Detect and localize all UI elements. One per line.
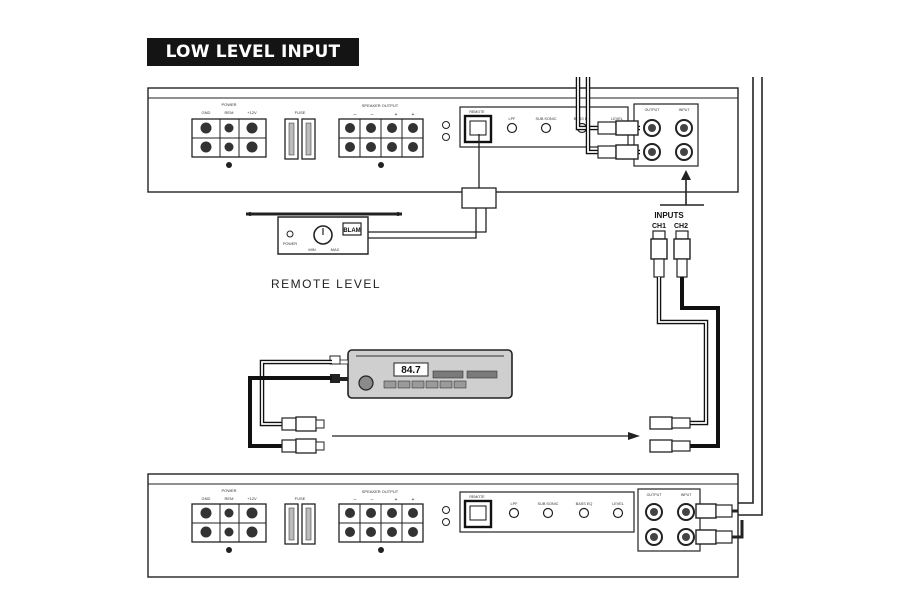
svg-text:+: + xyxy=(395,497,398,503)
level-label: LEVEL xyxy=(611,117,623,121)
bass-eq-label: BASS EQ xyxy=(574,117,591,121)
svg-text:–: – xyxy=(354,112,357,118)
rca-panel: OUTPUT INPUT xyxy=(633,103,699,167)
power-terminal-block: POWER GND REM +12V xyxy=(191,102,267,168)
power-label: POWER xyxy=(221,102,236,107)
plus12-label: +12V xyxy=(247,110,257,115)
input-label: INPUT xyxy=(679,108,691,112)
bottom-remote-port-label: REMOTE xyxy=(469,495,485,499)
subsonic-label: SUB SONIC xyxy=(536,117,557,121)
bottom-speaker-output-block: SPEAKER OUTPUT – – + + xyxy=(338,489,424,553)
bottom-gnd-label: GND xyxy=(202,496,211,501)
bottom-level-label: LEVEL xyxy=(612,502,624,506)
signal-arrow xyxy=(332,432,640,440)
bottom-plus12-label: +12V xyxy=(247,496,257,501)
head-unit-rca-cables xyxy=(248,359,332,448)
svg-text:–: – xyxy=(371,497,374,503)
head-unit-connectors xyxy=(329,355,349,383)
bottom-amplifier: POWER GND REM +12V FUSE SPEAKER OUTPUT –… xyxy=(147,473,744,578)
inputs-label: INPUTS xyxy=(654,211,684,220)
svg-text:+: + xyxy=(395,112,398,118)
input-rca-plugs xyxy=(650,230,691,278)
bottom-input-plugs xyxy=(695,503,744,545)
output-label: OUTPUT xyxy=(645,108,661,112)
top-amplifier: POWER GND REM +12V FUSE SPEAKER OUTPUT –… xyxy=(147,87,739,193)
page-title: LOW LEVEL INPUT WIRING xyxy=(147,38,359,90)
fuse-label: FUSE xyxy=(295,110,306,115)
remote-level-control: POWER MIN MAX BLAM xyxy=(246,208,487,255)
remote-max-label: MAX xyxy=(331,247,340,252)
svg-text:+: + xyxy=(412,497,415,503)
bottom-power-terminal-block: POWER GND REM +12V xyxy=(191,488,267,553)
rem-label: REM xyxy=(225,110,234,115)
remote-level-caption: REMOTE LEVEL xyxy=(271,277,382,291)
bottom-output-label: OUTPUT xyxy=(647,493,663,497)
speaker-output-block: SPEAKER OUTPUT – – + + xyxy=(338,103,424,168)
bottom-fuse-label: FUSE xyxy=(295,496,306,501)
lower-right-rca-plugs xyxy=(649,416,691,453)
top-pass-through-cables xyxy=(575,77,640,160)
ch2-label: CH2 xyxy=(674,223,688,230)
remote-min-label: MIN xyxy=(308,247,315,252)
ch1-label: CH1 xyxy=(652,223,666,230)
remote-brand-label: BLAM xyxy=(343,228,360,234)
bottom-bass-eq-label: BASS EQ xyxy=(576,502,593,506)
left-rca-plugs xyxy=(281,416,325,454)
right-vertical-wires xyxy=(738,77,763,516)
bottom-subsonic-label: SUB SONIC xyxy=(538,502,559,506)
rca-signal-cables xyxy=(656,277,720,448)
speaker-output-label: SPEAKER OUTPUT xyxy=(362,103,399,108)
bottom-power-label: POWER xyxy=(221,488,236,493)
bottom-rem-label: REM xyxy=(225,496,234,501)
remote-power-label: POWER xyxy=(283,242,298,246)
bottom-speaker-output-label: SPEAKER OUTPUT xyxy=(362,489,399,494)
bottom-fuse-holders: FUSE xyxy=(284,496,316,545)
bottom-lpf-label: LPF xyxy=(511,502,519,506)
bottom-input-label: INPUT xyxy=(681,493,693,497)
gnd-label: GND xyxy=(202,110,211,115)
fuse-holders: FUSE xyxy=(284,110,316,160)
input-arrow xyxy=(660,170,704,206)
head-unit: 84.7 xyxy=(347,349,513,399)
remote-junction-box xyxy=(461,134,497,209)
svg-text:–: – xyxy=(354,497,357,503)
bottom-control-panel: REMOTE LPF SUB SONIC BASS EQ LEVEL xyxy=(459,491,635,533)
remote-port-label: REMOTE xyxy=(469,110,485,114)
head-unit-display: 84.7 xyxy=(401,365,421,376)
bottom-rca-panel: OUTPUT INPUT xyxy=(637,488,701,552)
svg-text:–: – xyxy=(371,112,374,118)
lpf-label: LPF xyxy=(509,117,517,121)
svg-text:+: + xyxy=(412,112,415,118)
